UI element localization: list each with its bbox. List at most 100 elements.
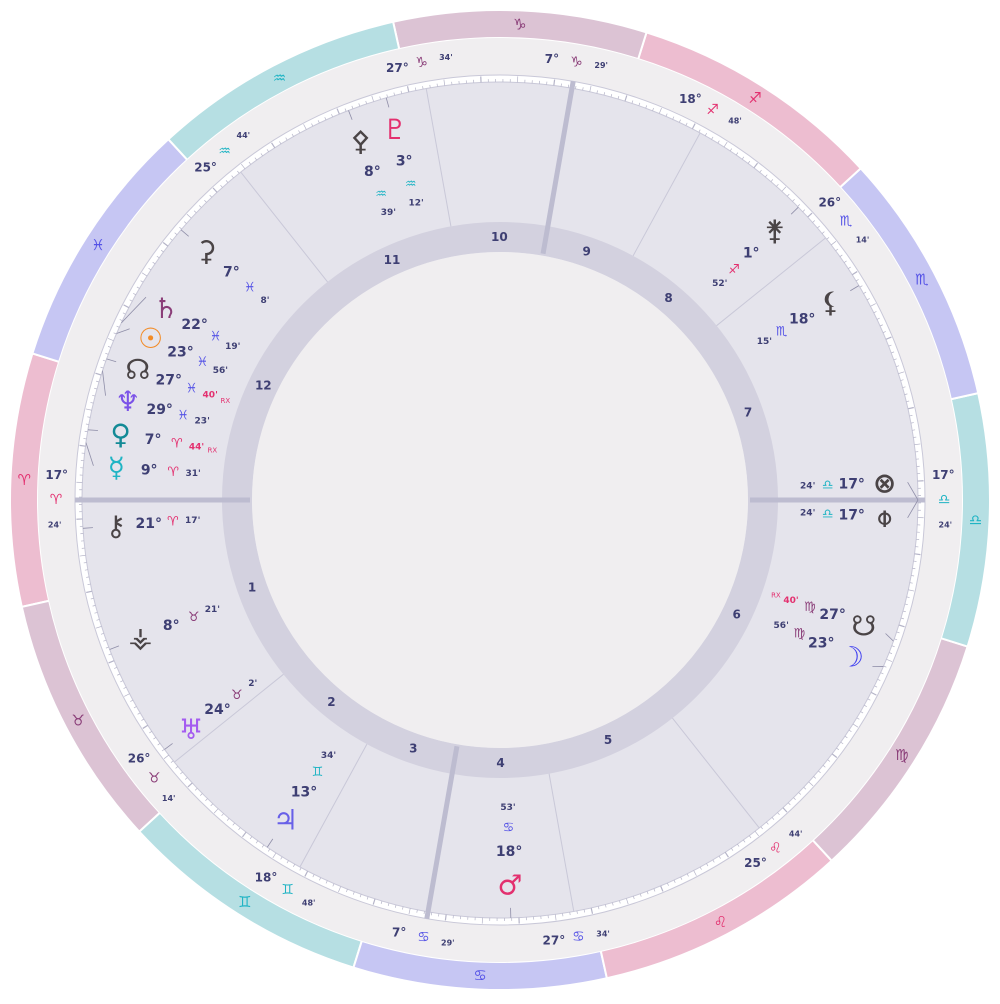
planet-minutes: 56' — [213, 366, 228, 376]
degree-tick — [430, 85, 431, 88]
taurus-icon: ♉︎ — [188, 610, 200, 625]
planet-degree: 3° — [396, 153, 413, 169]
planet-degree: 24° — [204, 702, 230, 718]
planet-degree: 23° — [167, 344, 193, 360]
planet-minutes: 56' — [774, 621, 789, 631]
planet-degree: 9° — [141, 463, 158, 479]
sagittarius-icon: ♐︎ — [706, 102, 719, 118]
planet-degree: 23° — [808, 636, 834, 652]
planet-degree: 27° — [156, 373, 182, 389]
house-cusp-minutes: 48' — [302, 898, 316, 907]
pisces-icon: ♓︎ — [210, 330, 222, 345]
house-cusp-degree: 17° — [932, 468, 955, 482]
house-number-5: 5 — [604, 733, 612, 747]
planet-degree: 17° — [838, 477, 864, 493]
cancer-icon: ♋︎ — [572, 929, 585, 945]
planet-degree: 13° — [291, 784, 317, 800]
planet-degree: 1° — [743, 245, 760, 261]
planet-minutes: 23' — [195, 416, 210, 426]
planet-minutes: 40' — [783, 596, 798, 606]
planet-minutes: 53' — [500, 803, 515, 813]
house-cusp-minutes: 14' — [856, 236, 870, 245]
aries-icon: ♈︎ — [171, 437, 183, 452]
house-cusp-degree: 27° — [543, 934, 566, 948]
house-cusp-degree: 25° — [194, 161, 217, 175]
gemini-icon: ♊︎ — [281, 882, 294, 898]
planet-degree: 21° — [136, 516, 162, 532]
aries-icon: ♈︎ — [167, 465, 179, 480]
degree-tick — [80, 445, 86, 446]
uranus-icon: ♅ — [178, 713, 203, 746]
house-cusp-minutes: 29' — [441, 938, 455, 947]
house-cusp-degree: 18° — [255, 870, 278, 884]
degree-tick — [570, 912, 571, 915]
planet-minutes: 24' — [800, 508, 815, 518]
libra-icon: ♎︎ — [969, 511, 982, 529]
house-cusp-minutes: 34' — [596, 929, 610, 938]
planet-degree: 22° — [181, 317, 207, 333]
planet-degree: 8° — [163, 618, 180, 634]
libra-icon: ♎︎ — [822, 507, 834, 522]
planet-minutes: 15' — [757, 337, 772, 347]
pallas-icon: ⚴ — [350, 125, 371, 158]
mercury-icon: ☿ — [108, 451, 125, 484]
pluto-icon: ♇ — [383, 113, 408, 146]
planet-minutes: 44' — [189, 443, 204, 453]
mars-icon: ♂ — [497, 868, 522, 901]
vesta-icon: ⚶ — [129, 621, 153, 654]
south-node-icon: ☋ — [851, 610, 876, 643]
sagittarius-icon: ♐︎ — [748, 89, 761, 107]
cancer-icon: ♋︎ — [417, 929, 430, 945]
virgo-icon: ♍︎ — [804, 600, 816, 615]
lilith-icon: ⚸ — [820, 286, 841, 319]
pisces-icon: ♓︎ — [91, 236, 104, 254]
degree-tick — [554, 80, 555, 86]
virgo-icon: ♍︎ — [895, 746, 908, 764]
libra-icon: ♎︎ — [938, 492, 951, 508]
inner-circle — [252, 252, 748, 748]
juno-icon: ⚵ — [765, 214, 786, 247]
chiron-icon: ⚷ — [106, 510, 127, 543]
planet-minutes: 2' — [248, 679, 257, 689]
house-number-6: 6 — [733, 608, 741, 622]
capricorn-icon: ♑︎ — [513, 15, 526, 33]
house-cusp-minutes: 24' — [48, 520, 62, 529]
planet-minutes: 31' — [185, 469, 200, 479]
aries-icon: ♈︎ — [18, 471, 31, 489]
planet-minutes: 17' — [185, 516, 200, 526]
planet-minutes: 21' — [205, 605, 220, 615]
degree-tick — [912, 430, 915, 431]
scorpio-icon: ♏︎ — [915, 271, 929, 289]
house-number-12: 12 — [255, 378, 272, 392]
ceres-icon: ⚳ — [196, 235, 217, 268]
house-number-9: 9 — [583, 245, 591, 259]
house-cusp-degree: 7° — [392, 925, 406, 939]
house-number-7: 7 — [744, 406, 752, 420]
planet-degree: 8° — [364, 164, 381, 180]
scorpio-icon: ♏︎ — [840, 214, 853, 230]
capricorn-icon: ♑︎ — [415, 55, 428, 71]
degree-tick — [85, 570, 88, 571]
pisces-icon: ♓︎ — [196, 355, 208, 370]
aries-icon: ♈︎ — [50, 492, 63, 508]
planet-minutes: 12' — [408, 199, 423, 209]
aries-icon: ♈︎ — [167, 515, 179, 530]
part-of-fortune-icon: ⊗ — [873, 467, 896, 500]
planet-minutes: 52' — [712, 279, 727, 289]
pisces-icon: ♓︎ — [177, 409, 189, 424]
vertex-icon: ⌽ — [876, 500, 893, 533]
degree-tick — [445, 915, 446, 921]
planet-minutes: 40' — [203, 391, 218, 401]
scorpio-icon: ♏︎ — [776, 324, 788, 339]
aquarius-icon: ♒︎ — [375, 187, 387, 202]
sagittarius-icon: ♐︎ — [728, 263, 740, 278]
house-cusp-degree: 25° — [744, 856, 767, 870]
retrograde-badge: RX — [771, 592, 781, 600]
house-cusp-minutes: 14' — [162, 794, 176, 803]
house-cusp-minutes: 48' — [728, 116, 742, 125]
retrograde-badge: RX — [220, 397, 230, 405]
pisces-icon: ♓︎ — [244, 281, 256, 296]
planet-degree: 17° — [838, 507, 864, 523]
house-cusp-minutes: 44' — [237, 131, 251, 140]
